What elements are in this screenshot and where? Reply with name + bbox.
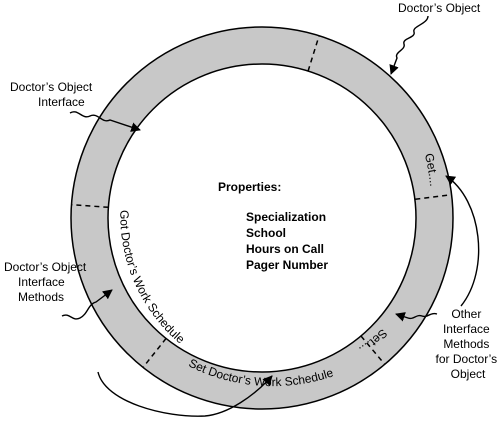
divider-right xyxy=(415,193,453,200)
pointer-doctors-object xyxy=(389,15,429,75)
pointer-work-schedule xyxy=(97,371,273,417)
pointer-other-methods-set xyxy=(395,312,438,322)
divider-left xyxy=(71,203,109,209)
properties-heading: Properties: xyxy=(218,180,281,194)
pointer-interface-methods xyxy=(61,289,113,320)
divider-top-right xyxy=(307,35,320,72)
property-item: Specialization xyxy=(246,210,326,224)
label-doctors-object: Doctor’s Object xyxy=(398,1,481,15)
label-other-methods: Other Interface Methods for Doctor’s Obj… xyxy=(436,307,500,381)
property-item: School xyxy=(246,226,286,240)
property-item: Pager Number xyxy=(246,258,328,272)
label-object-interface: Doctor’s Object Interface xyxy=(10,80,96,109)
properties-list: Specialization School Hours on Call Page… xyxy=(246,210,328,272)
divider-bottom-left xyxy=(142,337,167,368)
object-core xyxy=(107,63,417,373)
ring-segment-dividers xyxy=(71,35,453,368)
pointer-other-methods-get xyxy=(445,175,480,307)
label-interface-methods: Doctor’s Object Interface Methods xyxy=(4,260,90,304)
divider-bottom-right xyxy=(360,335,386,365)
get-method: Get.... xyxy=(422,152,441,187)
pointer-object-interface xyxy=(69,111,141,132)
property-item: Hours on Call xyxy=(246,242,324,256)
